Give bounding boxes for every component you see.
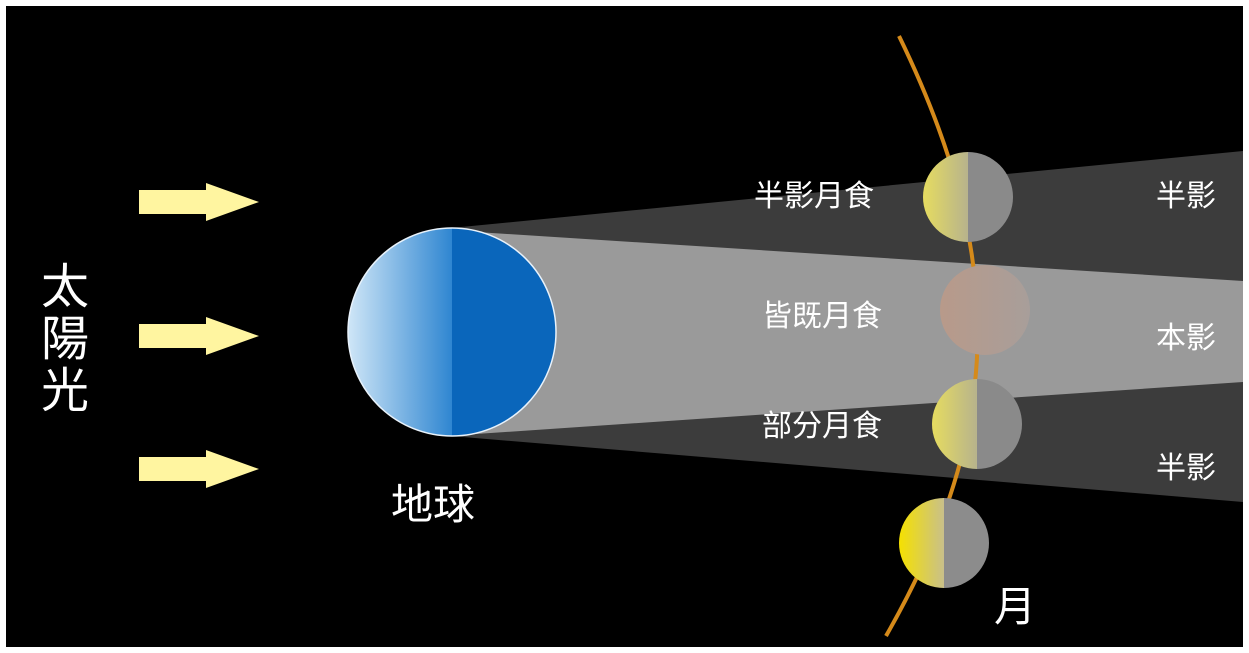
penumbra-bottom-label: 半影: [1156, 451, 1216, 486]
umbra-band: [461, 231, 1243, 435]
moon-label: 月: [994, 582, 1037, 631]
eclipse-diagram: 太陽光 地球 月 半影月食 皆既月食 部分月食 半影 本影 半影: [6, 6, 1243, 647]
moon-total: [940, 265, 1030, 355]
moon-partial: [932, 379, 1022, 469]
partial-eclipse-label: 部分月食: [762, 409, 882, 444]
moon-normal: [899, 498, 989, 588]
sun-arrow: [139, 183, 259, 221]
total-eclipse-label: 皆既月食: [762, 299, 882, 334]
earth-globe: [347, 227, 557, 437]
diagram-graphics: [139, 35, 1243, 637]
earth-label: 地球: [391, 480, 476, 529]
penumbral-eclipse-label: 半影月食: [754, 179, 874, 214]
sunlight-label: 太陽光: [32, 261, 88, 417]
umbra-label: 本影: [1156, 321, 1216, 356]
penumbra-top-label: 半影: [1156, 179, 1216, 214]
moon-penumbral: [923, 152, 1013, 242]
sun-arrow: [139, 450, 259, 488]
sun-arrow: [139, 317, 259, 355]
